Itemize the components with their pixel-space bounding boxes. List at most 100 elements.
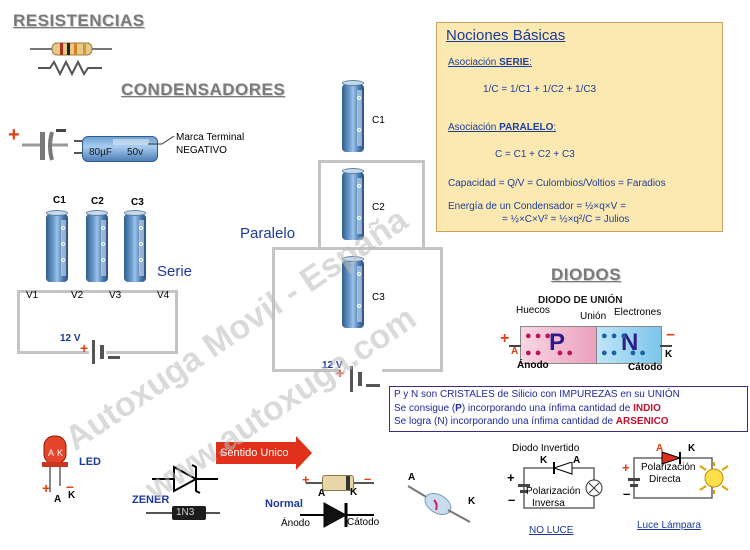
n-electrons: ● ● ●	[601, 330, 628, 342]
union-minus: –	[666, 326, 675, 343]
svg-text:–: –	[508, 492, 515, 507]
info-line-1: P y N son CRISTALES de Silicio con IMPUR…	[394, 389, 680, 400]
p-region: P ● ● ● ● ● ● ●	[520, 326, 598, 364]
nociones-heading: Nociones Básicas	[446, 27, 566, 44]
dir-circuit: + –	[622, 451, 729, 501]
paralelo-label: Asociación PARALELO:	[448, 122, 557, 133]
resistor-icon	[30, 42, 112, 77]
sentido-arrow-head	[296, 436, 312, 470]
inv-k: K	[540, 455, 548, 466]
pol-dir-2: Directa	[649, 474, 681, 485]
n-region: N ● ● ● ● ● ● ●	[596, 326, 662, 364]
paralelo-wire-top	[318, 160, 425, 163]
negativo-label: NEGATIVO	[176, 145, 227, 156]
serie-battery-label: 12 V	[60, 333, 81, 344]
serie-c2-label: C2	[91, 196, 104, 207]
capacitor-lead-1	[74, 140, 82, 142]
resistencias-title: RESISTENCIAS	[13, 11, 145, 30]
serie-capacitor-c2	[86, 210, 108, 282]
paralelo-wire-right	[440, 247, 443, 372]
paralelo-wire-left	[272, 247, 275, 372]
n-electrons-2: ● ● ● ●	[601, 347, 646, 359]
glass-diode-a: A	[408, 472, 416, 483]
led-k: K	[68, 490, 76, 501]
energia-formula-1: Energía de un Condensador = ½×q×V =	[448, 201, 626, 212]
paralelo-c2-label: C2	[372, 202, 385, 213]
serie-v1: V1	[26, 290, 39, 301]
p-holes: ● ● ●	[525, 330, 552, 342]
paralelo-label: Paralelo	[240, 225, 296, 242]
pol-dir-1: Polarización	[641, 462, 696, 473]
capacitor-lead-2	[74, 152, 82, 154]
capacidad-formula: Capacidad = Q/V = Culombios/Voltios = Fa…	[448, 178, 666, 189]
paralelo-wire-right-inner	[422, 160, 425, 250]
paralelo-wire-bottom-left	[272, 369, 340, 372]
union-anodo: Ánodo	[517, 360, 549, 371]
svg-text:+: +	[622, 460, 630, 475]
normal-catodo: Cátodo	[347, 517, 380, 528]
luce-lampara: Luce Lámpara	[637, 520, 701, 531]
led-label: LED	[79, 456, 101, 468]
serie-wire-right	[175, 290, 178, 354]
pol-inv-2: Inversa	[532, 498, 565, 509]
svg-text:K: K	[57, 448, 63, 458]
serie-battery: +	[80, 340, 120, 364]
serie-label: Asociación SERIE:	[448, 57, 532, 68]
serie-formula: 1/C = 1/C1 + 1/C2 + 1/C3	[483, 84, 597, 95]
paralelo-wire-left-inner	[318, 160, 321, 250]
info-line-2: Se consigue (P) incorporando una ínfima …	[394, 403, 661, 414]
svg-text:A: A	[48, 448, 54, 458]
pointer-line	[148, 135, 175, 145]
pol-inv-1: Polarización	[526, 486, 581, 497]
paralelo-capacitor-c3	[342, 256, 364, 328]
paralelo-capacitor-c2	[342, 168, 364, 240]
serie-wire-bottom-right	[106, 351, 178, 354]
glass-diode-icon	[407, 485, 471, 523]
electrones-label: Electrones	[614, 307, 662, 318]
serie-c3-label: C3	[131, 197, 144, 208]
led-minus: –	[66, 478, 74, 494]
capacitor-photo: 80µF 50v	[82, 136, 158, 162]
led-a: A	[54, 494, 62, 505]
inv-circuit: + –	[507, 462, 603, 509]
serie-c1-label: C1	[53, 195, 66, 206]
paralelo-battery-label: 12 V	[322, 360, 343, 371]
serie-v4: V4	[157, 290, 170, 301]
normal-diode-symbol	[300, 502, 374, 528]
paralelo-wire-bottom-right	[382, 369, 443, 372]
diode-photo-minus: –	[364, 471, 372, 486]
info-line-3: Se logra (N) incorporando una ínfima can…	[394, 416, 669, 427]
zener-part: 1N3	[172, 506, 206, 520]
marca-terminal: Marca Terminal	[176, 132, 245, 143]
sentido-unico-label: Sentido Unico	[220, 447, 289, 459]
svg-text:–: –	[623, 486, 630, 501]
capacitor-symbol: +	[8, 124, 68, 161]
zener-label: ZENER	[132, 494, 170, 506]
union-label: Unión	[580, 311, 607, 322]
serie-v2: V2	[71, 290, 84, 301]
watermark-line-2: www.autoxuga.com	[138, 298, 424, 509]
paralelo-battery: +	[336, 365, 380, 392]
paralelo-formula: C = C1 + C2 + C3	[495, 149, 575, 160]
diode-photo-plus: +	[302, 472, 310, 487]
serie-wire-top	[17, 290, 178, 293]
n-letter: N	[621, 329, 639, 356]
capacitor-voltage: 50v	[127, 147, 144, 158]
p-letter: P	[549, 329, 566, 356]
huecos-label: Huecos	[516, 305, 550, 316]
diode-photo	[322, 475, 354, 491]
info-box: P y N son CRISTALES de Silicio con IMPUR…	[389, 386, 748, 432]
serie-label: Serie	[157, 263, 193, 280]
diodos-title: DIODOS	[551, 265, 622, 284]
paralelo-wire-mid	[272, 247, 443, 250]
capacitor-value: 80µF	[89, 147, 112, 158]
normal-anodo: Ánodo	[281, 518, 310, 529]
zener-symbol	[152, 464, 218, 494]
zener-part-label: 1N3	[176, 507, 195, 518]
p-holes-2: ● ● ● ●	[525, 347, 573, 359]
sentido-unico-arrow: Sentido Unico	[216, 442, 296, 464]
svg-text:+: +	[80, 340, 88, 356]
diode-photo-a: A	[318, 488, 326, 499]
serie-wire-bottom-left	[17, 351, 89, 354]
serie-wire-left	[17, 290, 20, 354]
